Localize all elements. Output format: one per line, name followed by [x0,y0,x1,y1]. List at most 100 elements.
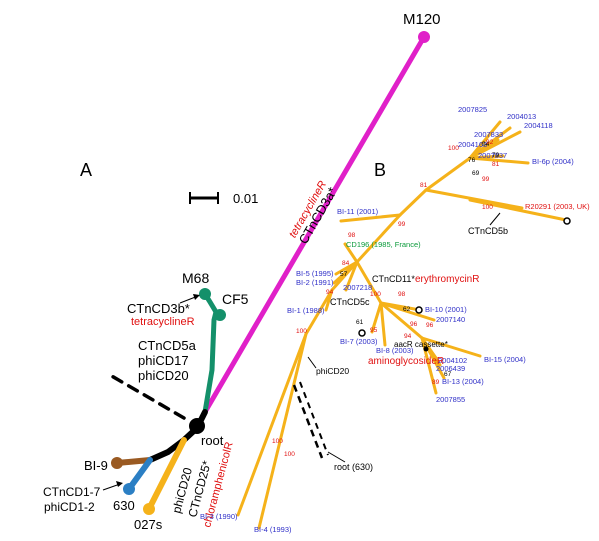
bootstrap-value: 100 [296,328,307,335]
branch-bi7 [370,301,383,334]
label-root: root [201,433,224,448]
branch-2007218 [344,260,359,292]
branch-trunk-3 [355,213,402,264]
branch-027s [146,437,187,512]
branch-bi8 [379,301,387,347]
bootstrap-value: 98 [348,232,356,239]
strain-bi5: BI-5 (1995) [296,269,334,278]
arrow-ctncd5b [489,212,501,226]
panel-b-label: B [374,160,386,180]
scale-bar-value: 0.01 [233,191,258,206]
bootstrap-value: 99 [482,176,490,183]
bootstrap-value: 57 [340,271,348,278]
bootstrap-value: 69 [472,170,480,177]
branch-bi4 [257,332,308,530]
strain-bi6p: BI-6p (2004) [532,157,574,166]
tip-027s [143,503,155,515]
strain-bi10: BI-10 (2001) [425,305,467,314]
branch-bi15 [420,336,482,358]
arrowhead-ctncd3b [193,294,200,300]
branch-m120 [202,34,427,415]
bootstrap-value: 81 [492,161,500,168]
bootstrap-value: 81 [420,182,428,189]
phicd17-label: phiCD17 [138,353,189,368]
bootstrap-value: 94 [326,289,334,296]
marker-bi7 [358,329,366,337]
tip-bi9 [111,457,123,469]
branch-trunk-1 [304,288,334,336]
ctncd3b-label: CTnCD3b* [127,301,190,316]
bootstrap-value: 76 [468,157,476,164]
marker-bi10 [415,306,423,314]
erythromycin-label: erythromycinR [415,274,479,285]
strain-r20291: R20291 (2003, UK) [525,202,590,211]
branch-root-630-b [299,381,329,456]
label-m120: M120 [403,11,441,28]
branch-bi11 [339,213,402,223]
strain-bi3: BI-3 (1990) [200,512,238,521]
branch-bi3 [236,332,308,517]
branch-bi13 [420,336,446,380]
strain-2004163: 2004163 [458,140,487,149]
ctncd1-label: CTnCD1-7 [43,485,101,499]
aac-cassette-label: aacR cassette* [394,340,448,349]
strain-bi7: BI-7 (2003) [340,337,378,346]
tip-m120 [418,31,430,43]
branch-bi2 [332,260,359,285]
branch-clade-top [424,156,472,192]
strain-2004102: 2004102 [438,356,467,365]
branch-2004163 [468,146,482,160]
branch-dashed-outgroup [108,373,186,420]
branch-mid-clade [355,260,383,305]
bootstrap-value: 100 [272,438,283,445]
branch-root-630 [292,384,324,459]
tip-m68 [199,288,211,300]
arrowhead-ctncd1 [116,481,123,487]
bootstrap-value: 95 [370,327,378,334]
strain-bi1: BI-1 (1988) [287,306,325,315]
strain-2004013: 2004013 [507,112,536,121]
branch-bi1 [324,288,334,312]
strain-2007855: 2007855 [436,395,465,404]
ctncd5b-label: CTnCD5b [468,226,508,236]
marker-r20291 [563,217,571,225]
strain-bi11: BI-11 (2001) [337,207,379,216]
strain-bi8: BI-8 (2003) [376,346,414,355]
tetracycline-b-label: tetracyclineR [131,316,195,328]
aminoglycoside-label: aminoglycosideR [368,356,444,367]
strain-bi2: BI-2 (1991) [296,278,334,287]
bootstrap-value: 99 [398,221,406,228]
bootstrap-value: 94 [404,333,412,340]
strain-2007140: 2007140 [436,315,465,324]
label-m68: M68 [182,270,209,286]
bootstrap-value: 61 [356,319,364,326]
marker-aac [423,346,429,352]
strain-2004118: 2004118 [524,121,553,130]
bootstrap-value: 84 [342,260,350,267]
strain-bi15: BI-15 (2004) [484,355,526,364]
bootstrap-value: 100 [370,291,381,298]
bootstrap-value: 62 [403,306,411,313]
tip-630 [123,483,135,495]
ctncd5a-label: CTnCD5a [138,338,197,353]
strain-bi4: BI-4 (1993) [254,525,292,534]
arrow-ctncd1 [102,483,121,491]
panel-a-label: A [80,160,92,180]
arrow-phicd20 [307,356,317,369]
branch-lower-clade [379,301,424,340]
bootstrap-value: 100 [482,204,493,211]
panel-b-tree [236,120,568,530]
branch-2007140 [379,301,436,322]
bootstrap-value: 98 [398,291,406,298]
branch-r20291-tip [468,198,568,222]
ctncd11-label: CTnCD11* [372,274,415,284]
label-bi9: BI-9 [84,458,108,473]
branch-trunk-4 [398,188,428,217]
bootstrap-value: 100 [284,451,295,458]
strain-bi13: BI-13 (2004) [442,377,484,386]
branch-bi6p [468,156,530,165]
bootstrap-value: 96 [426,322,434,329]
bootstrap-value: 96 [410,321,418,328]
strain-cd196: CD196 (1985, France) [346,240,421,249]
